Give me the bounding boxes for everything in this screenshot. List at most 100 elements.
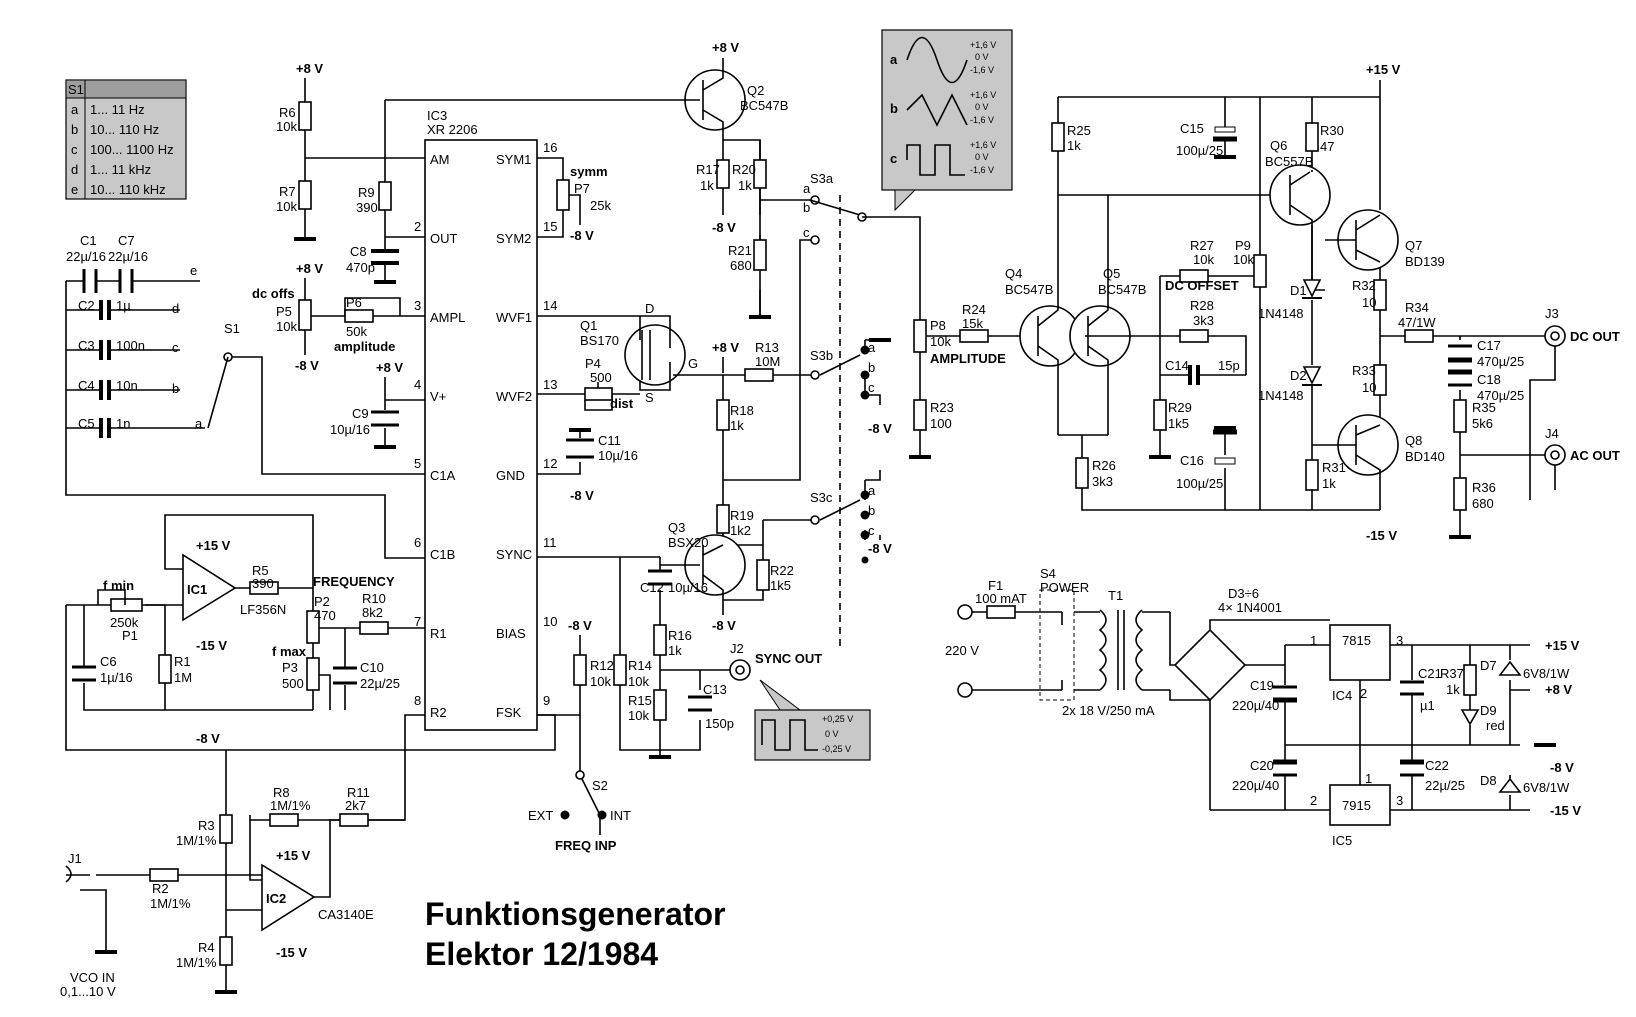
fmax-caption: f max <box>272 644 307 659</box>
c2-value: 1µ <box>116 298 131 313</box>
r21-value: 680 <box>730 258 752 273</box>
ic4-type: 7815 <box>1342 633 1371 648</box>
s1-row-key: e <box>71 182 78 197</box>
mains-label: 220 V <box>945 643 979 658</box>
rail-label: +15 V <box>196 538 231 553</box>
sync-level: -0,25 V <box>822 744 851 754</box>
c15-label: C15 <box>1180 121 1204 136</box>
r3-value: 1M/1% <box>176 833 217 848</box>
symmetry-waveform-section: symm P7 25k -8 V D G S Q1 BS170 P4 500 d… <box>537 157 698 503</box>
c2-label: C2 <box>78 298 95 313</box>
q5-type: BC547B <box>1098 282 1146 297</box>
r34-label: R34 <box>1405 300 1429 315</box>
d1-label: D1 <box>1290 283 1307 298</box>
pin-label: FSK <box>496 705 522 720</box>
ic5-pin3: 3 <box>1396 793 1403 808</box>
c16-label: C16 <box>1180 453 1204 468</box>
q2-output-buffer: +8 V Q2 BC547B R17 1k R20 1k R21 680 -8 … <box>684 40 810 319</box>
r14-value: 10k <box>628 674 649 689</box>
pin-label: C1B <box>430 547 455 562</box>
pin-label: WVF1 <box>496 310 532 325</box>
r20-value: 1k <box>738 178 752 193</box>
p7-caption: symm <box>570 164 608 179</box>
p1-label: P1 <box>122 628 138 643</box>
rail-label: -15 V <box>276 945 307 960</box>
r8-value: 1M/1% <box>270 798 311 813</box>
c14-value: 15p <box>1218 358 1240 373</box>
r5-value: 390 <box>252 576 274 591</box>
q7-label: Q7 <box>1405 238 1422 253</box>
rail-label: -15 V <box>1550 803 1581 818</box>
p2-value: 470 <box>314 608 336 623</box>
rail-label: -8 V <box>712 618 736 633</box>
wave-level: +1,6 V <box>970 40 996 50</box>
c12-value: 10µ/16 <box>668 580 708 595</box>
c19-value: 220µ/40 <box>1232 698 1279 713</box>
d1-type: 1N4148 <box>1258 306 1304 321</box>
r23-label: R23 <box>930 400 954 415</box>
s3c-label: S3c <box>810 490 833 505</box>
r35-value: 5k6 <box>1472 416 1493 431</box>
r5-label: R5 <box>252 563 269 578</box>
rail-label: +8 V <box>296 61 323 76</box>
r16-value: 1k <box>668 643 682 658</box>
d8-label: D8 <box>1480 773 1497 788</box>
c18-label: C18 <box>1477 372 1501 387</box>
r3-label: R3 <box>198 818 215 833</box>
r4-label: R4 <box>198 940 215 955</box>
q6-label: Q6 <box>1270 138 1287 153</box>
ic3-xr2206: IC3 XR 2206 AM OUT 2 AMPL 3 V+ 4 C1A 5 C… <box>414 108 557 731</box>
pin-label: WVF2 <box>496 389 532 404</box>
r26-label: R26 <box>1092 458 1116 473</box>
q2-type: BC547B <box>740 98 788 113</box>
p2-label: P2 <box>314 594 330 609</box>
pin-number: 15 <box>543 219 557 234</box>
c17-label: C17 <box>1477 338 1501 353</box>
ic5-pin1: 1 <box>1365 771 1372 786</box>
c9-value: 10µ/16 <box>330 422 370 437</box>
c11-value: 10µ/16 <box>598 448 638 463</box>
q4-type: BC547B <box>1005 282 1053 297</box>
r32-value: 10 <box>1362 295 1376 310</box>
dc-offset-caption: DC OFFSET <box>1165 278 1239 293</box>
r22-label: R22 <box>770 563 794 578</box>
p7-value: 25k <box>590 198 611 213</box>
sync-level: +0,25 V <box>822 714 853 724</box>
r20-label: R20 <box>732 162 756 177</box>
s4-label: S4 <box>1040 566 1056 581</box>
d8-type: 6V8/1W <box>1523 780 1570 795</box>
s3a-pos-b: b <box>803 200 810 215</box>
pin-number: 8 <box>414 693 421 708</box>
r12-value: 10k <box>590 674 611 689</box>
rail-label: +8 V <box>712 340 739 355</box>
r34-value: 47/1W <box>1398 315 1436 330</box>
pin-number: 12 <box>543 456 557 471</box>
q1-pin-s: S <box>645 390 654 405</box>
j3-label: J3 <box>1545 306 1559 321</box>
r13-label: R13 <box>755 340 779 355</box>
r7-label: R7 <box>279 184 296 199</box>
pin-label: AMPL <box>430 310 465 325</box>
r27-value: 10k <box>1193 252 1214 267</box>
r15-label: R15 <box>628 693 652 708</box>
s1-row-range: 1... 11 kHz <box>90 162 151 177</box>
q3-label: Q3 <box>668 520 685 535</box>
d9-label: D9 <box>1480 703 1497 718</box>
t1-label: T1 <box>1108 588 1123 603</box>
rail-label: -8 V <box>868 421 892 436</box>
rail-label: +8 V <box>712 40 739 55</box>
s1-row-key: c <box>71 142 78 157</box>
r28-value: 3k3 <box>1193 313 1214 328</box>
r16-label: R16 <box>668 628 692 643</box>
d9-caption: red <box>1486 718 1505 733</box>
d7-label: D7 <box>1480 658 1497 673</box>
c21-value: µ1 <box>1420 698 1435 713</box>
r18-label: R18 <box>730 403 754 418</box>
wave-key: b <box>890 101 898 116</box>
s3-waveform-switch: S3a a b c S3b a b c -8 V S3c a b c -8 V <box>803 171 893 650</box>
c3-value: 100n <box>116 338 145 353</box>
s3c-pos-a: a <box>868 483 876 498</box>
d2-type: 1N4148 <box>1258 388 1304 403</box>
s2-int: INT <box>610 808 631 823</box>
